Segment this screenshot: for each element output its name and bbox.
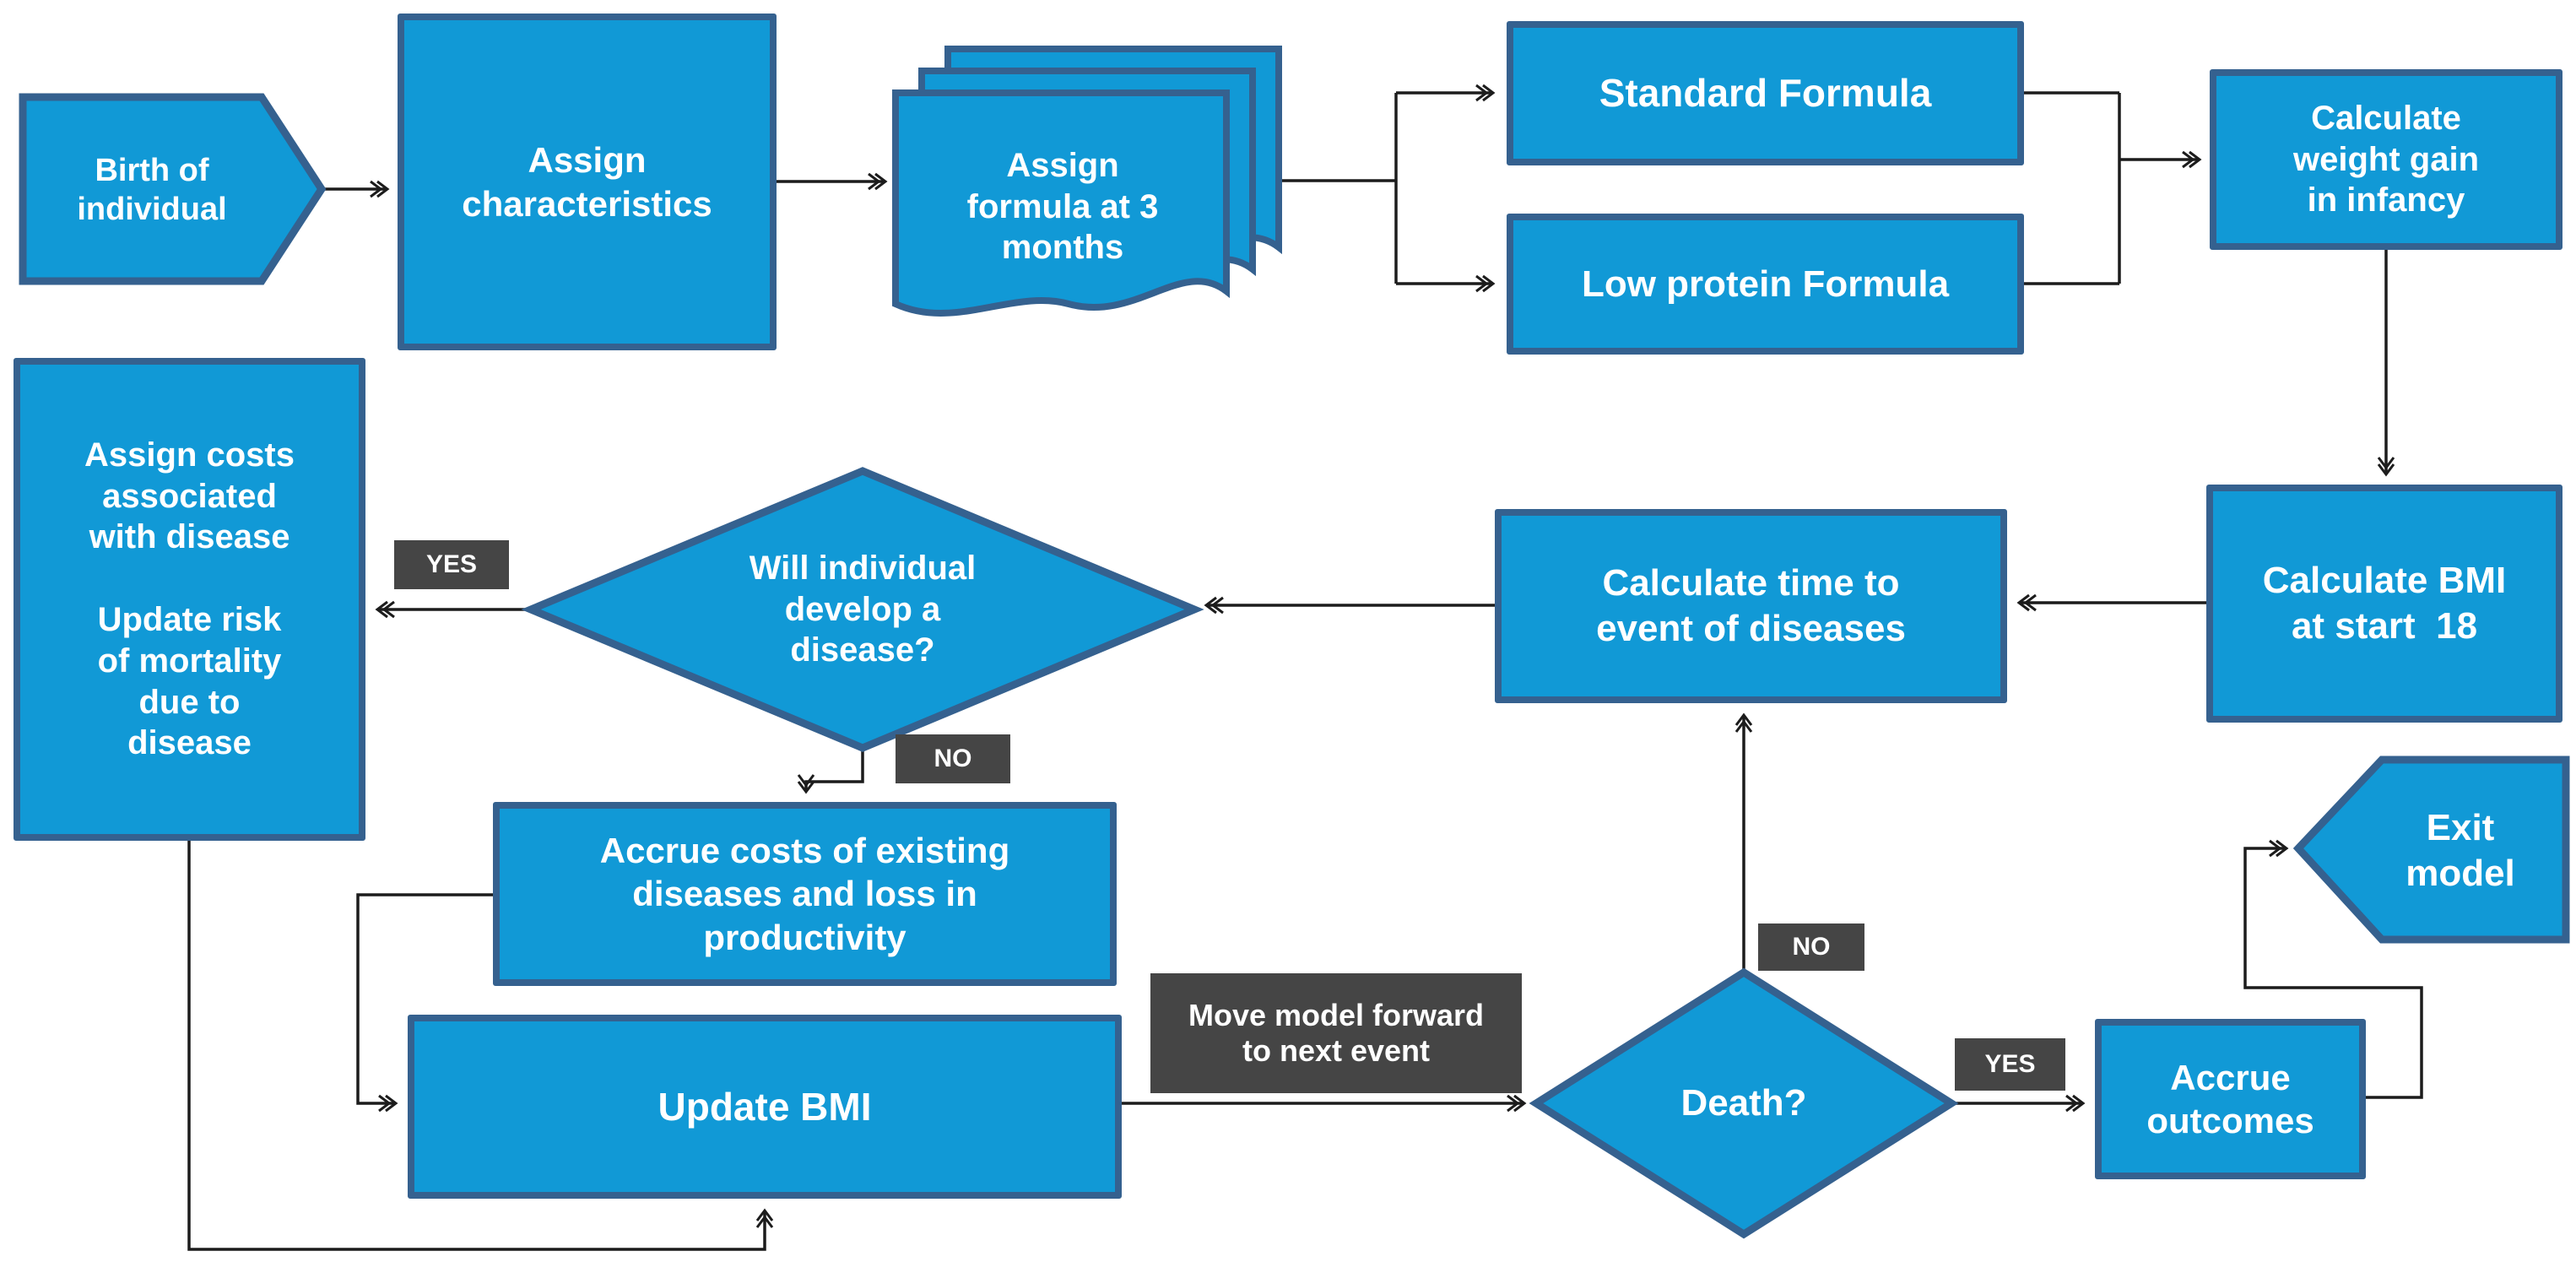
connector-assign-costs-to-update-bmi-bottom bbox=[187, 841, 774, 1251]
standard-formula-node: Standard Formula bbox=[1507, 21, 2024, 165]
update-bmi-node: Update BMI bbox=[408, 1015, 1122, 1199]
yes-label-develop-disease: YES bbox=[394, 540, 509, 589]
no-label-develop-disease: NO bbox=[896, 734, 1010, 783]
connector-accrue-costs-to-update-bmi-left bbox=[356, 893, 493, 1113]
calculate-weight-gain-node: Calculate weight gain in infancy bbox=[2210, 69, 2562, 250]
yes-label-death: YES bbox=[1955, 1038, 2065, 1091]
death-diamond-shape bbox=[1529, 967, 1959, 1239]
calculate-bmi-node: Calculate BMI at start 18 bbox=[2206, 485, 2562, 723]
calculate-time-to-event-node: Calculate time to event of diseases bbox=[1495, 509, 2007, 703]
develop-disease-diamond-shape bbox=[521, 467, 1204, 752]
move-model-forward-label: Move model forward to next event bbox=[1150, 973, 1522, 1093]
accrue-costs-node: Accrue costs of existing diseases and lo… bbox=[493, 802, 1117, 986]
no-label-death: NO bbox=[1758, 923, 1864, 971]
low-protein-formula-node: Low protein Formula bbox=[1507, 214, 2024, 355]
connector-develop-no-to-accrue-costs bbox=[797, 748, 864, 794]
assign-costs-node: Assign costs associated with disease Upd… bbox=[14, 358, 365, 841]
birth-pentagon-shape bbox=[19, 93, 327, 285]
exit-pentagon-shape bbox=[2292, 756, 2570, 944]
connector-accrue-outcomes-to-exit-model bbox=[2243, 839, 2423, 1099]
formula-document-front-shape bbox=[892, 89, 1230, 317]
assign-characteristics-node: Assign characteristics bbox=[398, 14, 777, 350]
accrue-outcomes-node: Accrue outcomes bbox=[2095, 1019, 2366, 1179]
